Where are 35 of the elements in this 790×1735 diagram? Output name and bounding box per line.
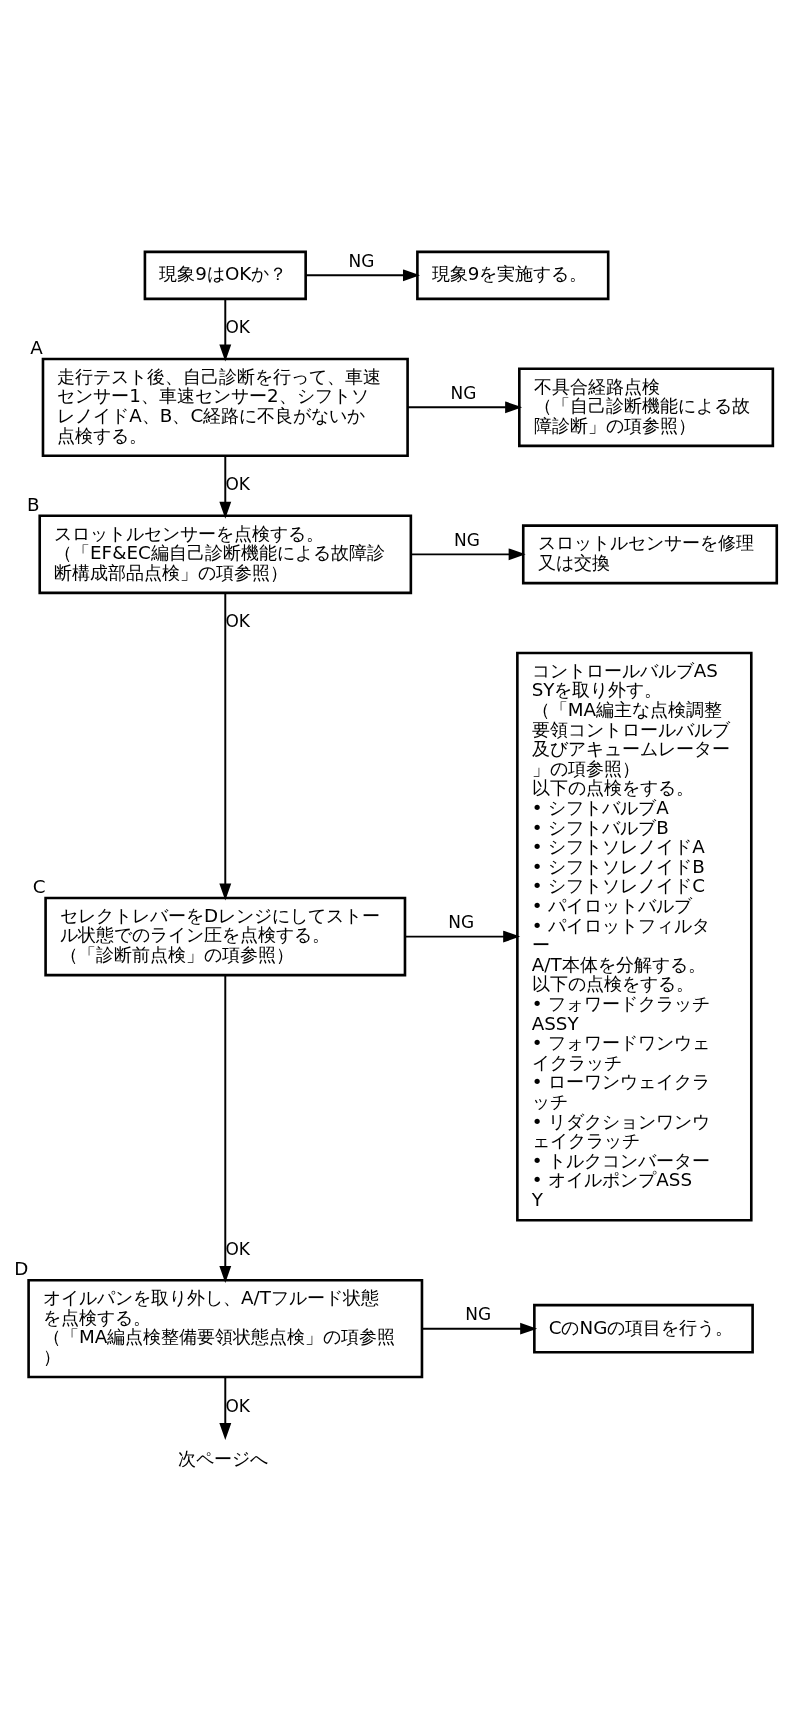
edge-label: NG xyxy=(348,250,374,271)
edge-label: OK xyxy=(224,1395,250,1416)
edge-label: OK xyxy=(224,610,250,631)
node-box: 走行テスト後、自己診断を行って、車速センサー1、車速センサー2、シフトソレノイドA、B、C経路に不良がないか点検する。 xyxy=(41,357,409,457)
edge-label: OK xyxy=(224,473,250,494)
node-label: B xyxy=(26,493,39,515)
node-box: オイルパンを取り外し、A/Tフルード状態を点検する。 （「MA編点検整備要領状態点検」の項参照） xyxy=(26,1278,423,1378)
node-box: スロットルセンサーを修理又は交換 xyxy=(521,523,778,584)
arrow xyxy=(406,400,522,413)
node-label: C xyxy=(32,875,45,897)
node-box: CのNGの項目を行う。 xyxy=(532,1303,754,1353)
edge-label: OK xyxy=(224,1238,250,1259)
arrow xyxy=(409,547,526,560)
node-box: セレクトレバーをDレンジにしてストール状態でのライン圧を点検する。 （「診断前点検」の項参照） xyxy=(43,896,406,976)
node-box: 現象9はOKか？ xyxy=(143,250,307,300)
arrow xyxy=(218,297,231,362)
node-box: 不具合経路点検 （「自己診断機能による故障診断」の項参照） xyxy=(517,366,774,447)
edge-label: NG xyxy=(450,382,476,403)
node-text: 次ページへ xyxy=(177,1447,268,1469)
node-label: D xyxy=(13,1257,28,1279)
node-box: コントロールバルブASSYを取り外す。 （「MA編主な点検調整要領コントロールバルブ及びアキュームレーター」の項参照） 以下の点検をする。 • シフトバルブA • シフトバルブB • シフトソレノイドA • シフトソレノイドB • シフトソレノイドC • パイロットバルブ • パイロットフィルター A/T本体を分解する。 以下の点検をする。 • フォワードクラッチASSY • フォワードワンウェイクラッチ • ローワンウェイクラッチ • リダクションワンウェイクラッチ • トルクコンバーター • オイルポンプASSY xyxy=(515,651,753,1221)
arrow xyxy=(304,268,420,281)
arrow xyxy=(218,591,231,901)
node-box: 現象9を実施する。 xyxy=(415,250,609,300)
arrow xyxy=(403,930,520,943)
arrow xyxy=(420,1322,537,1335)
edge-label: NG xyxy=(453,529,480,550)
edge-label: NG xyxy=(464,1303,491,1324)
arrow xyxy=(218,454,231,519)
arrow xyxy=(218,1375,231,1440)
node-label: A xyxy=(29,336,43,358)
edge-label: OK xyxy=(224,316,250,337)
arrow xyxy=(218,973,231,1283)
node-box: スロットルセンサーを点検する。 （「EF&EC編自己診断機能による故障診断構成部品点検」の項参照） xyxy=(37,514,412,594)
edge-label: NG xyxy=(447,911,474,932)
